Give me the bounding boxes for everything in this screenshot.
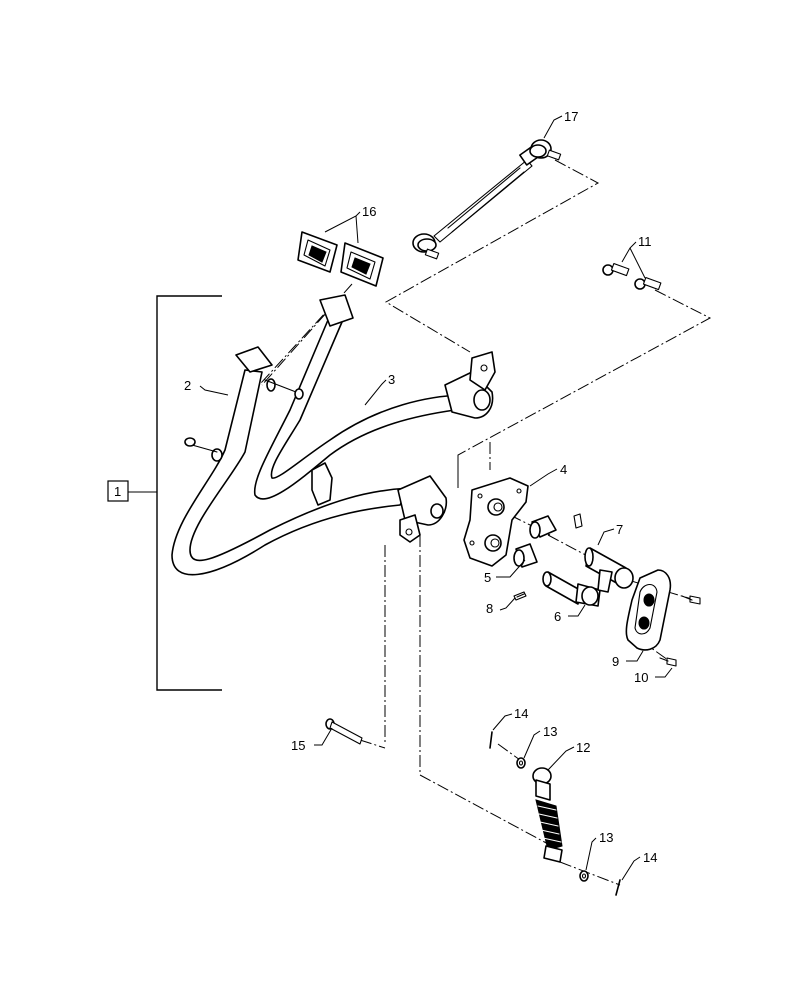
callout-14-lower: 14 <box>643 850 657 865</box>
callout-3: 3 <box>388 372 395 387</box>
assembly-bracket-1 <box>107 295 222 691</box>
pedal-lever-2 <box>171 346 448 576</box>
roll-pin-8 <box>513 591 527 601</box>
callout-10: 10 <box>634 670 648 685</box>
cover-plate-9 <box>625 569 672 651</box>
callout-9: 9 <box>612 654 619 669</box>
mounting-plate-4 <box>463 477 529 567</box>
washers-13 <box>516 757 589 882</box>
pedal-pads-16 <box>297 231 384 287</box>
callout-16: 16 <box>362 204 376 219</box>
bolt-15 <box>325 718 363 745</box>
callout-labels: 1 2 3 4 5 6 7 8 9 10 11 12 13 13 14 14 1… <box>114 109 657 865</box>
callout-4: 4 <box>560 462 567 477</box>
callout-15: 15 <box>291 738 305 753</box>
callout-13-upper: 13 <box>543 724 557 739</box>
leader-lines <box>199 115 673 881</box>
pedal-lever-3 <box>253 294 496 506</box>
callout-12: 12 <box>576 740 590 755</box>
bushings-5 <box>513 515 557 568</box>
callout-5: 5 <box>484 570 491 585</box>
shaft-7 <box>573 513 634 593</box>
callout-7: 7 <box>616 522 623 537</box>
callout-2: 2 <box>184 378 191 393</box>
callout-17: 17 <box>564 109 578 124</box>
cotter-pins-14 <box>489 731 621 896</box>
bolts-11 <box>602 262 662 291</box>
callout-1: 1 <box>114 484 121 499</box>
callout-13-lower: 13 <box>599 830 613 845</box>
callout-11: 11 <box>638 234 652 249</box>
callout-14-upper: 14 <box>514 706 528 721</box>
screws-10 <box>659 595 701 667</box>
shaft-6 <box>542 571 601 607</box>
rod-assembly-17 <box>412 139 562 260</box>
spring-coils <box>537 805 562 843</box>
phantom-lines <box>249 159 712 886</box>
callout-8: 8 <box>486 601 493 616</box>
callout-6: 6 <box>554 609 561 624</box>
spring-assembly-12 <box>532 767 563 863</box>
